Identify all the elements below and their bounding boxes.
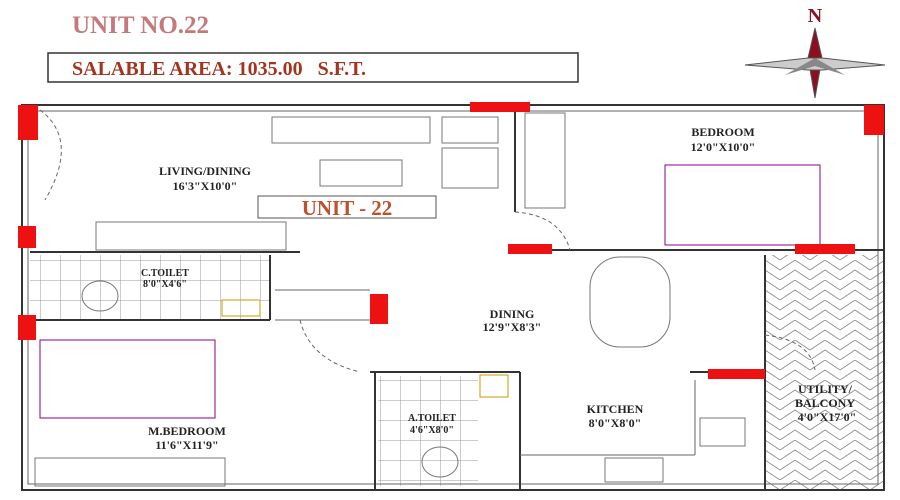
room-size-dining: 12'9"X8'3": [483, 320, 542, 334]
toilet-seat-icon: [421, 446, 459, 478]
master-bed-icon: [39, 339, 216, 419]
room-size-c-toilet: 8'0"X4'6": [143, 279, 187, 290]
room-name-utility: UTILITY/: [798, 382, 853, 396]
room-size-living: 16'3"X10'0": [173, 179, 238, 193]
unit-tag-box: [257, 195, 437, 219]
sofa-icon: [271, 116, 431, 144]
balcony-floor: [765, 255, 885, 490]
wardrobe-icon: [34, 457, 226, 487]
unit-tag: UNIT - 22: [302, 196, 393, 220]
washbasin-icon: [479, 374, 509, 398]
room-size-kitchen: 8'0"X8'0": [589, 416, 642, 430]
salable-area-box: [47, 52, 579, 83]
room-size-m-bedroom: 11'6"X11'9": [155, 438, 218, 452]
bed-icon: [664, 164, 821, 246]
tv-unit-icon: [319, 159, 403, 187]
c-toilet-floor: [30, 255, 270, 320]
room-size-a-toilet: 4'6"X8'0": [410, 425, 454, 436]
compass-icon: N: [744, 5, 886, 99]
room-name-living: LIVING/DINING: [159, 164, 251, 178]
armchair-icon: [441, 147, 499, 189]
armchair-icon: [441, 116, 499, 144]
room-name-bedroom: BEDROOM: [691, 125, 754, 139]
room-name-m-bedroom: M.BEDROOM: [148, 424, 226, 438]
wardrobe-icon: [524, 112, 566, 209]
washbasin-icon: [221, 299, 261, 317]
room-size-utility: 4'0"X17'0": [798, 410, 857, 424]
toilet-seat-icon: [81, 280, 119, 312]
windows: [18, 102, 884, 379]
dining-table-icon: [589, 256, 671, 348]
north-label: N: [808, 5, 823, 27]
room-name-c-toilet: C.TOILET: [141, 268, 189, 279]
room-size-bedroom: 12'0"X10'0": [691, 140, 756, 154]
console-table-icon: [95, 221, 287, 251]
furniture: [34, 112, 821, 487]
room-name-balcony: BALCONY: [795, 396, 855, 410]
unit-title: UNIT NO.22: [72, 12, 209, 39]
room-name-a-toilet: A.TOILET: [408, 413, 456, 424]
stove-icon: [699, 417, 746, 447]
salable-area: SALABLE AREA: 1035.00 S.F.T.: [72, 58, 366, 80]
room-name-dining: DINING: [490, 307, 535, 321]
sink-icon: [604, 457, 664, 483]
room-name-kitchen: KITCHEN: [587, 402, 644, 416]
a-toilet-floor: [378, 376, 478, 486]
